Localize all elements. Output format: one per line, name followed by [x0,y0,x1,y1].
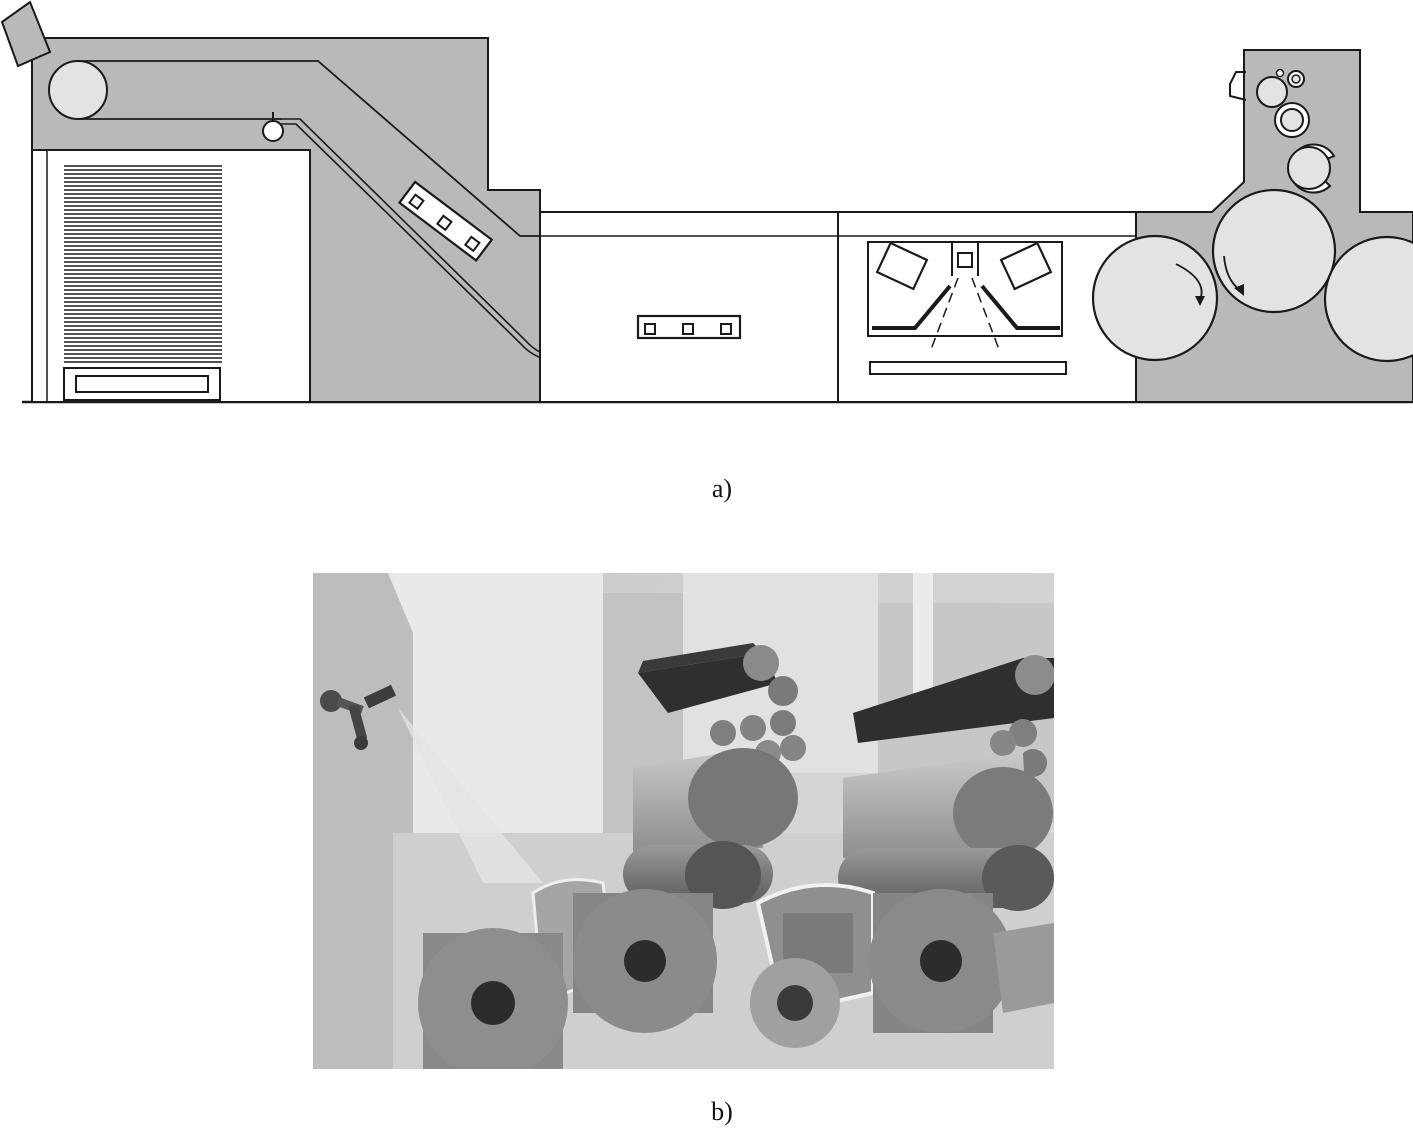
inspection-unit [867,241,1067,375]
camera-arm-icon [320,684,397,750]
caption-a: a) [711,474,733,503]
feeder-handle-icon [0,0,52,68]
cylinder-icon [573,889,717,1033]
impression-cylinder-icon [1091,234,1219,362]
lamp-right-icon [999,241,1053,291]
cylinder-icon [869,889,1013,1033]
roller-stack-icon [838,655,1054,911]
printing-unit [1091,49,1413,403]
ink-duct-icon [853,658,1054,743]
gripper-bar-icon [636,314,742,340]
ink-duct-icon [638,653,778,713]
machine-schematic-diagram [0,0,1413,404]
cylinder-icon [750,958,840,1048]
roller-stack-icon [623,643,806,909]
suction-gripper-icon [397,180,494,263]
roller-end [688,748,798,848]
roller-rendering-image [313,573,1054,1069]
feeder-unit [0,0,1150,403]
plate-cylinder-icon [1323,235,1413,363]
inking-roller-icon [1229,68,1336,194]
cylinder-icon [418,928,568,1069]
lamp-left-icon [875,241,929,291]
nozzle-icon [957,252,973,268]
feeder-pile-icon [64,165,222,363]
transfer-section [539,211,1137,403]
blanket-cylinder-icon [1211,188,1337,314]
caption-b: b) [711,1097,733,1126]
pulley-icon [48,60,108,120]
